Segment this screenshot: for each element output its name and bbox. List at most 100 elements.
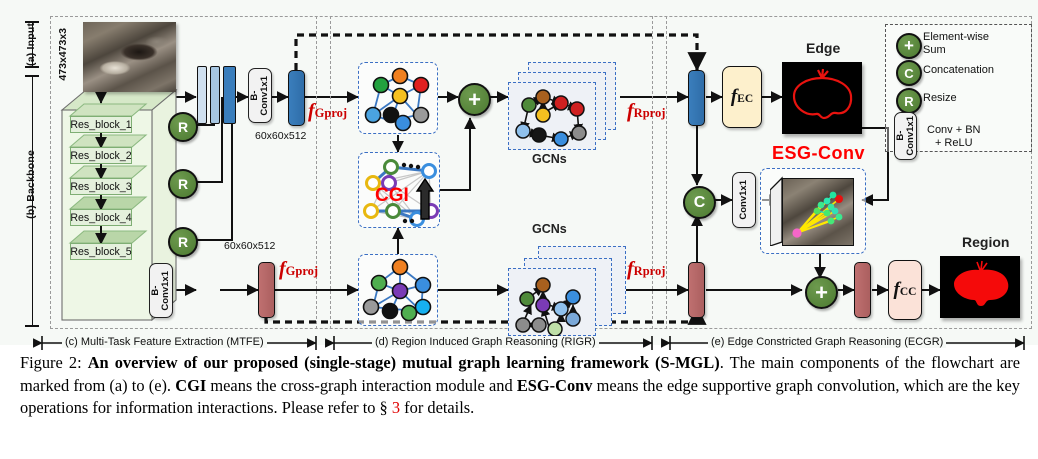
legend-resize-icon: R: [896, 88, 922, 114]
legend-sum-line2: Sum: [923, 43, 946, 56]
f-gproj-sub-2: Gproj: [285, 264, 319, 278]
f-rproj-edge-label: fRproj: [627, 100, 665, 123]
edge-rproj-slab: [688, 70, 705, 126]
section-label-d: (d) Region Induced Graph Reasoning (RIGR…: [372, 336, 599, 348]
legend-concat-icon: C: [896, 60, 922, 86]
f-rproj-region-label: fRproj: [627, 258, 665, 281]
feature-slab-3: [223, 66, 236, 124]
f-ec-label: fEC: [731, 86, 753, 108]
resize-op-2: R: [168, 169, 198, 199]
legend-sum-label: Element-wise Sum: [923, 31, 989, 56]
f-sym-6: f: [893, 279, 900, 300]
edge-gproj-dim: 60x60x512: [255, 130, 307, 142]
input-axis-line: [32, 22, 33, 66]
b-conv1x1-edge-label: B- Conv1x1: [249, 75, 270, 116]
conv1x1-box: Conv1x1: [732, 172, 756, 228]
b-conv-region-line2: Conv1x1: [160, 270, 171, 311]
caption-mid-1: . The main components of the flowchart a…: [20, 353, 1021, 395]
concat-op: C: [683, 186, 716, 219]
legend-sum-line1: Element-wise: [923, 31, 990, 43]
caption-mid-3: means the edge supportive graph convolut…: [20, 375, 1020, 418]
feature-slab-2: [210, 66, 220, 124]
caption-mid-2: means the cross-graph interaction module…: [206, 375, 517, 395]
f-sym-5: f: [730, 86, 738, 107]
feature-slab-1: [197, 66, 207, 124]
esg-conv-label: ESG-Conv: [772, 143, 866, 163]
caption-bold-2: CGI: [175, 375, 207, 395]
legend-conv-line2: Conv1x1: [904, 116, 916, 156]
figure-caption: Figure 2: An overview of our proposed (s…: [20, 352, 1020, 420]
input-axis-cap-bottom: [25, 66, 39, 68]
f-gproj-sub-1: Gproj: [314, 106, 348, 120]
input-dim-label: 473x473x3: [57, 28, 69, 81]
region-graph-panel: [358, 254, 438, 326]
f-gproj-edge-label: fGproj: [308, 100, 347, 123]
diagram-canvas: (a) Input (b) Backbone 473x473x3 Res_blo…: [25, 16, 1032, 350]
region-rproj-slab: [688, 262, 705, 318]
input-axis-cap-top: [25, 21, 39, 23]
caption-suffix: for details.: [400, 398, 475, 418]
gcns-top-label: GCNs: [532, 152, 567, 166]
legend-conv-line1: B-: [894, 130, 906, 142]
edge-gproj-slab: [288, 70, 305, 126]
cgi-graph-svg: [363, 159, 439, 227]
gcns-top-layer-1: [508, 82, 596, 150]
section-label-c: (c) Multi-Task Feature Extraction (MTFE): [62, 336, 267, 348]
res-block-1: Res_block_1: [70, 116, 132, 133]
elementwise-sum-bottom: +: [805, 276, 838, 309]
legend-sum-icon: +: [896, 33, 922, 59]
conv1x1-label: Conv1x1: [738, 180, 750, 220]
b-conv1x1-region: B- Conv1x1: [149, 263, 173, 318]
gcns-bottom-layer-1: [508, 268, 596, 337]
cgi-label: CGI: [375, 185, 409, 206]
f-sym-1: f: [308, 100, 315, 122]
esg-conv-graph-svg: [792, 191, 843, 238]
region-output-image: [940, 256, 1020, 318]
f-rproj-sub-1: Rproj: [633, 106, 666, 120]
b-conv1x1-region-label: B- Conv1x1: [150, 270, 171, 311]
res-block-5: Res_block_5: [70, 243, 132, 260]
region-mask-svg: [954, 260, 1009, 306]
legend-conv-icon-label: B- Conv1x1: [894, 116, 916, 156]
legend-conv-text1: Conv + BN: [927, 124, 981, 136]
legend-conv-text2: + ReLU: [934, 136, 973, 149]
resize-op-1: R: [168, 112, 198, 142]
section-divider-cd-a: [316, 16, 317, 329]
b-conv-line2: Conv1x1: [259, 75, 270, 116]
edge-graph-panel: [358, 62, 438, 134]
legend-concat-label: Concatenation: [923, 64, 994, 76]
axis-label-input: (a) Input: [25, 22, 37, 66]
f-ec-box: fEC: [722, 66, 762, 128]
f-cc-box: fCC: [888, 260, 922, 320]
f-sym-2: f: [279, 258, 286, 280]
resize-op-3: R: [168, 227, 198, 257]
region-final-slab: [854, 262, 871, 318]
backbone-axis-cap-top: [25, 75, 39, 77]
caption-prefix: Figure 2:: [20, 353, 88, 372]
f-cc-label: fCC: [894, 279, 917, 301]
edge-output-label: Edge: [806, 40, 841, 56]
edge-output-image: [782, 62, 862, 134]
gcns-bottom-label: GCNs: [532, 222, 567, 236]
region-graph-svg: [362, 258, 432, 322]
legend-conv-label: Conv + BN + ReLU: [927, 124, 981, 149]
section-label-e: (e) Edge Constricted Graph Reasoning (EC…: [708, 336, 947, 348]
esg-conv-3d-edge: [770, 176, 783, 246]
res-block-2: Res_block_2: [70, 147, 132, 164]
region-output-label: Region: [962, 234, 1010, 250]
gcns-top-svg: [515, 89, 587, 147]
section-divider-de-a: [652, 16, 653, 329]
b-conv1x1-edge: B- Conv1x1: [248, 68, 272, 123]
f-rproj-sub-2: Rproj: [633, 264, 666, 278]
res-block-4: Res_block_4: [70, 209, 132, 226]
section-divider-de-b: [666, 16, 667, 329]
backbone-axis-cap-bottom: [25, 325, 39, 327]
edge-mask-svg: [792, 68, 853, 120]
esg-conv-image: [782, 178, 854, 246]
legend-resize-label: Resize: [923, 92, 957, 104]
caption-bold-1: An overview of our proposed (single-stag…: [87, 353, 720, 372]
caption-section-ref[interactable]: 3: [391, 398, 401, 418]
region-gproj-slab: [258, 262, 275, 318]
input-image: [83, 22, 176, 92]
